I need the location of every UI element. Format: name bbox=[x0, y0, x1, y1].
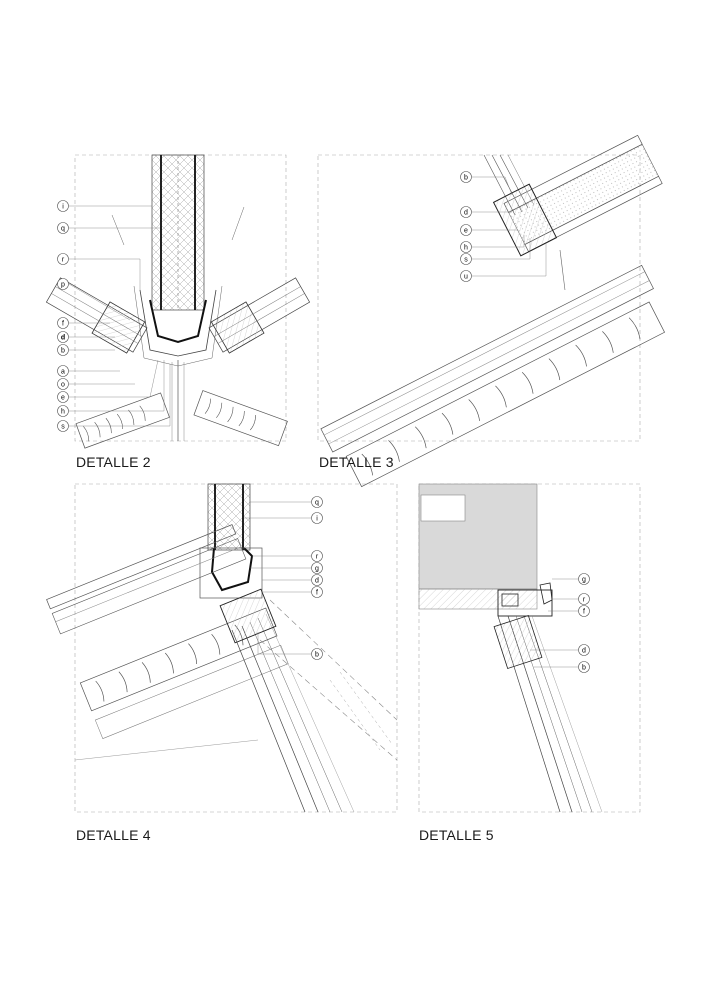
svg-text:d: d bbox=[464, 210, 468, 217]
detail-2-drawing bbox=[45, 154, 311, 449]
callout-b: b bbox=[57, 344, 115, 356]
svg-text:p: p bbox=[61, 282, 65, 289]
detail-5-frame bbox=[418, 483, 641, 813]
svg-text:a: a bbox=[61, 369, 65, 376]
detail-4-drawing bbox=[46, 483, 398, 813]
callout-d: d bbox=[460, 206, 512, 218]
svg-text:f: f bbox=[316, 590, 318, 597]
callout-f: f bbox=[57, 317, 110, 329]
svg-text:q: q bbox=[315, 500, 319, 507]
callout-d: d bbox=[262, 574, 323, 586]
callout-d: d bbox=[57, 331, 115, 343]
svg-text:i: i bbox=[62, 204, 64, 211]
callout-s: s bbox=[460, 238, 531, 265]
svg-text:s: s bbox=[464, 257, 468, 264]
detail-4-caption: DETALLE 4 bbox=[76, 827, 151, 843]
callout-b: b bbox=[460, 171, 513, 196]
svg-text:f: f bbox=[583, 609, 585, 616]
callout-r: r bbox=[552, 593, 590, 605]
svg-text:r: r bbox=[62, 257, 65, 264]
detail-5-drawing bbox=[418, 483, 641, 813]
detail-5-node bbox=[497, 589, 553, 617]
callout-g: g bbox=[552, 573, 590, 585]
svg-text:b: b bbox=[582, 665, 586, 672]
svg-text:q: q bbox=[61, 226, 65, 233]
callout-g: g bbox=[250, 562, 323, 574]
svg-text:d: d bbox=[315, 578, 319, 585]
svg-text:s: s bbox=[61, 424, 65, 431]
callout-p: p bbox=[57, 278, 131, 321]
callout-u: u bbox=[460, 242, 547, 282]
detail-5-caption: DETALLE 5 bbox=[419, 827, 494, 843]
svg-text:i: i bbox=[316, 516, 318, 523]
svg-text:e: e bbox=[61, 395, 65, 402]
svg-text:f: f bbox=[62, 321, 64, 328]
detail-2-node bbox=[149, 299, 207, 344]
detail-2-callouts: i q r p f d b a o e h s bbox=[57, 200, 171, 432]
callout-f: f bbox=[262, 586, 323, 598]
svg-text:e: e bbox=[464, 228, 468, 235]
svg-text:b: b bbox=[464, 175, 468, 182]
detail-3-frame bbox=[317, 154, 641, 442]
callout-a: a bbox=[57, 365, 120, 377]
svg-text:h: h bbox=[61, 409, 65, 416]
svg-text:b: b bbox=[315, 652, 319, 659]
callout-q: q bbox=[57, 222, 160, 234]
svg-text:u: u bbox=[464, 274, 468, 281]
svg-text:g: g bbox=[582, 577, 586, 584]
detail-3-callouts: b d e h s u bbox=[460, 171, 547, 282]
callout-e: e bbox=[57, 359, 159, 403]
svg-text:o: o bbox=[61, 382, 65, 389]
callout-b: b bbox=[534, 661, 590, 673]
callout-o: o bbox=[57, 378, 135, 390]
detail-3-drawing bbox=[317, 134, 666, 488]
detail-3-caption: DETALLE 3 bbox=[319, 454, 394, 470]
callout-i: i bbox=[57, 200, 152, 212]
callout-r: r bbox=[252, 550, 323, 562]
callout-q: q bbox=[250, 496, 323, 508]
svg-text:g: g bbox=[315, 566, 319, 573]
callout-b: b bbox=[257, 632, 323, 660]
detail-5-screed bbox=[418, 588, 538, 610]
svg-text:r: r bbox=[583, 597, 586, 604]
detail-5-callouts: g r f d b bbox=[530, 573, 590, 673]
detail-5-opening bbox=[420, 494, 466, 522]
callout-s: s bbox=[57, 364, 171, 432]
svg-text:r: r bbox=[316, 554, 319, 561]
callout-i: i bbox=[244, 512, 323, 524]
svg-text:d: d bbox=[582, 648, 586, 655]
detail-4-node bbox=[210, 547, 254, 592]
svg-text:b: b bbox=[61, 348, 65, 355]
callout-r: r bbox=[57, 253, 141, 290]
callout-h: h bbox=[460, 235, 525, 253]
detail-4-callouts: q i r g d f b bbox=[244, 496, 323, 660]
callout-d: d bbox=[530, 644, 590, 656]
callout-e: e bbox=[460, 224, 518, 236]
callout-f: f bbox=[548, 605, 590, 617]
svg-text:d: d bbox=[61, 335, 65, 342]
detail-2-wall-insulation bbox=[151, 154, 205, 311]
callout-h: h bbox=[57, 360, 165, 417]
detail-2-caption: DETALLE 2 bbox=[76, 454, 151, 470]
svg-text:h: h bbox=[464, 245, 468, 252]
